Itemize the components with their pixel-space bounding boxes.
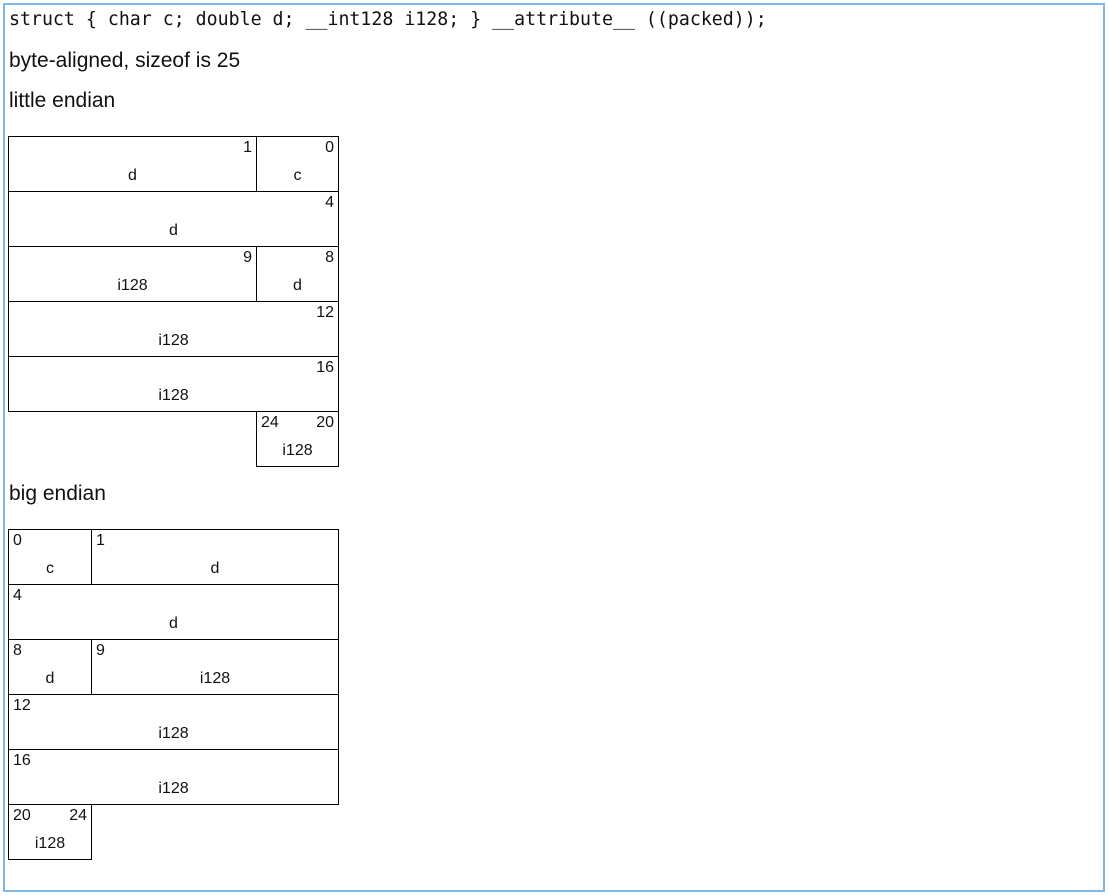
field-name: d	[169, 615, 178, 632]
byte-offset: 20	[13, 807, 31, 824]
byte-cell-i128: 16 i128	[8, 749, 339, 805]
byte-offset: 9	[243, 249, 252, 266]
byte-offset: 1	[243, 139, 252, 156]
little-endian-title: little endian	[9, 89, 116, 112]
field-name: c	[46, 560, 54, 577]
byte-offset: 8	[13, 642, 22, 659]
byte-offset: 0	[13, 532, 22, 549]
byte-offset: 4	[13, 587, 22, 604]
struct-declaration: struct { char c; double d; __int128 i128…	[9, 8, 767, 30]
field-name: i128	[158, 725, 189, 742]
field-name: c	[293, 167, 302, 184]
field-name: i128	[158, 387, 189, 404]
byte-offset: 20	[316, 414, 334, 431]
byte-offset: 1	[96, 532, 105, 549]
field-name: i128	[34, 835, 66, 852]
field-name: i128	[158, 780, 189, 797]
byte-cell-i128: 9 i128	[91, 639, 339, 695]
field-name: d	[45, 670, 55, 687]
byte-cell-i128: 12 i128	[8, 694, 339, 750]
byte-offset: 24	[69, 807, 87, 824]
content-frame	[3, 3, 1105, 892]
field-name: d	[169, 222, 178, 239]
byte-offset: 9	[96, 642, 105, 659]
byte-offset: 12	[13, 697, 31, 714]
big-endian-title: big endian	[9, 482, 106, 505]
byte-offset: 12	[316, 304, 334, 321]
field-name: d	[128, 167, 137, 184]
field-name: i128	[282, 442, 313, 459]
byte-offset: 0	[325, 139, 334, 156]
field-name: d	[293, 277, 302, 294]
field-name: d	[210, 560, 220, 577]
byte-cell-i128: 12 i128	[8, 301, 339, 357]
byte-offset: 24	[261, 414, 279, 431]
byte-offset: 16	[13, 752, 31, 769]
field-name: i128	[117, 277, 148, 294]
byte-cell-i128: 9 i128	[8, 246, 257, 302]
byte-cell-i128: 16 i128	[8, 356, 339, 412]
byte-offset: 16	[316, 359, 334, 376]
byte-offset: 8	[325, 249, 334, 266]
field-name: i128	[158, 332, 189, 349]
field-name: i128	[199, 670, 231, 687]
byte-offset: 4	[325, 194, 334, 211]
alignment-description: byte-aligned, sizeof is 25	[9, 49, 241, 72]
